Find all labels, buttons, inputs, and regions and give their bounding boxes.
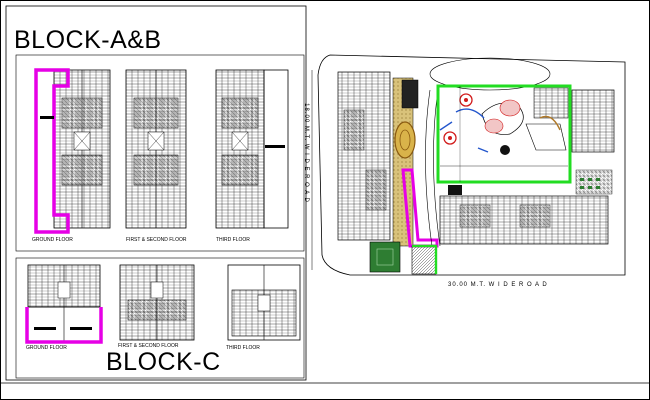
c-caption-third-floor: THIRD FLOOR — [226, 345, 260, 351]
block-c-first-second-floor-plan — [119, 264, 195, 341]
green-highlight-zone — [436, 84, 572, 184]
block-c-third-floor-plan — [227, 264, 301, 341]
road-label-side: 18.00 M.T. W I D E R O A D — [302, 103, 309, 203]
site-magenta-highlight — [401, 168, 439, 248]
c-caption-first-second-floor: FIRST & SECOND FLOOR — [118, 343, 179, 349]
block-c-ground-floor-plan — [25, 264, 103, 344]
left-panel-frame — [5, 5, 307, 381]
site-building-right — [571, 89, 615, 153]
entrance-structure — [401, 79, 419, 109]
block-ab-title: BLOCK-A&B — [14, 26, 162, 54]
ab-caption-first-second-floor: FIRST & SECOND FLOOR — [126, 237, 187, 243]
c-caption-ground-floor: GROUND FLOOR — [26, 345, 67, 351]
oval-fountain — [394, 121, 416, 159]
ab-caption-ground-floor: GROUND FLOOR — [32, 237, 73, 243]
block-ab-ground-floor-plan — [34, 68, 111, 234]
block-ab-third-floor-plan — [215, 69, 289, 229]
block-ab-frame — [15, 54, 305, 252]
block-c-title: BLOCK-C — [106, 348, 221, 376]
site-boundary — [317, 54, 626, 276]
site-building-left — [337, 71, 391, 241]
hatched-plot — [411, 245, 437, 275]
road-label-bottom: 30.00 M.T. W I D E R O A D — [448, 282, 548, 288]
block-ab-first-second-floor-plan — [125, 69, 187, 229]
garden-layout — [439, 86, 569, 182]
site-plan — [311, 54, 626, 276]
paved-walkway — [392, 77, 414, 247]
block-ab-magenta-outline — [34, 68, 70, 234]
oval-plaza — [429, 57, 551, 91]
ab-caption-third-floor: THIRD FLOOR — [216, 237, 250, 243]
block-c-frame — [15, 257, 305, 379]
corner-garden — [369, 241, 401, 273]
block-c-magenta-outline — [25, 307, 103, 344]
